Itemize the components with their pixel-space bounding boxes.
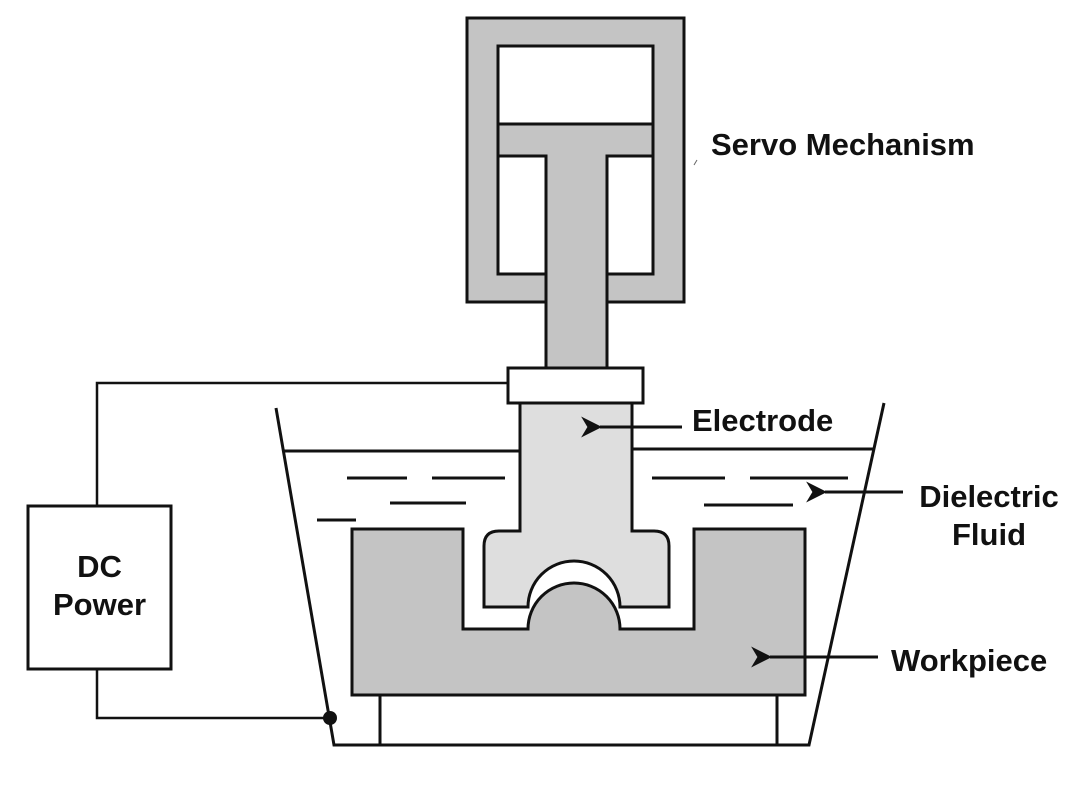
dielectric-tank [274, 402, 886, 747]
wire-to-electrode [95, 381, 508, 506]
electrode [482, 401, 671, 609]
workpiece [350, 527, 807, 697]
dc-power-label: DC Power [28, 548, 171, 624]
dielectric-label-line2: Fluid [951, 517, 1027, 552]
dielectric-fluid-label: Dielectric Fluid [912, 478, 1066, 554]
dc-power-box [26, 504, 173, 671]
dc-power-label-line1: DC [77, 549, 122, 584]
workpiece-label: Workpiece [891, 643, 1048, 678]
servo-piston [496, 122, 655, 370]
dielectric-fluid [283, 447, 874, 522]
wire-junction-dot [323, 711, 337, 725]
servo-leader-tick [693, 159, 698, 166]
electrode-label: Electrode [692, 403, 834, 438]
servo-mechanism [465, 16, 698, 370]
dielectric-label-line1: Dielectric [919, 479, 1059, 514]
electrode-holder [506, 366, 645, 405]
wire-to-workpiece [95, 669, 330, 720]
dc-power-label-line2: Power [52, 587, 147, 622]
servo-housing [465, 16, 686, 304]
servo-mechanism-label: Servo Mechanism [711, 127, 975, 162]
